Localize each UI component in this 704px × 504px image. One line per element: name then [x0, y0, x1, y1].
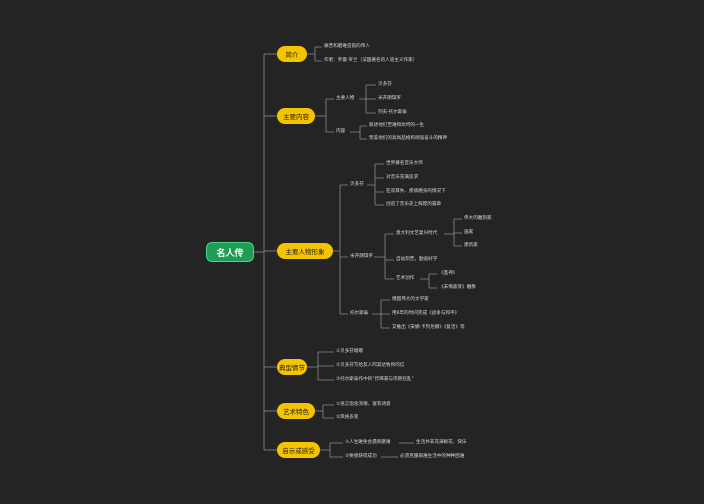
branch-figures[interactable]: 主要人物形象 [277, 243, 333, 259]
michelangelo-trait: 自幼刻苦，勤奋好学 [396, 257, 438, 262]
content-person: 列夫·托尔斯泰 [378, 110, 408, 115]
tolstoy-item: 用6年的时间完成《战争与和平》 [392, 311, 460, 316]
content-meaning-item: 赞美他们的高尚品格和顽强奋斗的精神 [369, 136, 448, 141]
beethoven-item: 世界著名音乐大师 [386, 161, 423, 166]
art-item: ①语言饱含深情、富有诗意 [336, 402, 391, 407]
insight-detail: 必须克服艰难生活中的种种困难 [400, 454, 465, 459]
michelangelo-works-label: 艺术创作 [396, 276, 415, 281]
michelangelo-role: 建筑家 [464, 243, 478, 248]
content-people-label: 主要人物 [336, 96, 355, 101]
michelangelo-era: 意大利文艺复兴时代 [396, 231, 438, 236]
tolstoy-item: 俄国伟大的文学家 [392, 297, 429, 302]
content-meaning-item: 叙述他们苦难和坎坷的一生 [369, 123, 425, 128]
figure-beethoven-label: 贝多芬 [350, 182, 364, 187]
root-node[interactable]: 名人传 [206, 242, 254, 262]
plot-item: ①贝多芬塘聩 [336, 349, 364, 354]
intro-item: 作者：罗曼·罗兰（法国著名的人道主义作家） [324, 58, 418, 63]
intro-item: 痛苦和磨难造就的伟人 [324, 44, 370, 49]
insight-item: ②要想获得成功 [345, 454, 377, 459]
beethoven-item: 在双耳失、疾病缠身的情况下 [386, 189, 446, 194]
branch-art[interactable]: 艺术特色 [277, 403, 315, 419]
michelangelo-role: 画家 [464, 230, 474, 235]
plot-item: ②贝多芬写给友人阿其达牧师的信 [336, 363, 405, 368]
michelangelo-work: 《圣神》 [439, 271, 458, 276]
branch-intro[interactable]: 简介 [277, 46, 307, 62]
beethoven-item: 创造了音乐史上辉煌的篇章 [386, 202, 442, 207]
branch-content[interactable]: 主要内容 [277, 108, 315, 124]
content-person: 贝多芬 [378, 82, 392, 87]
tolstoy-item: 又推出《安娜·卡列尼娜》《复活》等 [392, 325, 465, 330]
figure-tolstoy-label: 托尔斯泰 [350, 311, 369, 316]
content-meaning-label: 内容 [336, 129, 346, 134]
art-item: ②风格多变 [336, 415, 359, 420]
content-person: 米开朗琪罗 [378, 96, 401, 101]
insight-item: ①人生难免会遇到磨难 [345, 440, 391, 445]
branch-insight[interactable]: 启示或感受 [277, 442, 320, 458]
plot-item: ③托尔斯泰作中的“炸啄豪与宗教狂乱” [336, 377, 414, 382]
insight-detail: 生活并非充满鲜花、快乐 [416, 440, 467, 445]
figure-michelangelo-label: 米开朗琪罗 [350, 254, 373, 259]
beethoven-item: 对音乐充满追求 [386, 175, 419, 180]
branch-plot[interactable]: 典型情节 [277, 359, 307, 375]
michelangelo-work: 《末悔喜贤》雕像 [439, 285, 476, 290]
michelangelo-role: 伟大的雕刻家 [464, 216, 492, 221]
